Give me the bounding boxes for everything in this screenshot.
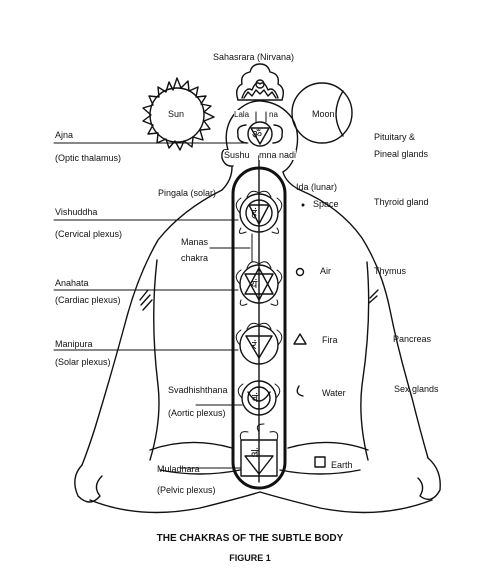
air-label: Air: [320, 266, 331, 276]
moon-label: Moon: [312, 109, 335, 119]
thyroid-label: Thyroid gland: [374, 197, 429, 207]
muladhara-syllable: लं: [251, 448, 259, 460]
aortic-plexus-label: (Aortic plexus): [168, 408, 226, 418]
sushumna-nadi: [231, 155, 287, 490]
ida-label: Ida (lunar): [296, 182, 338, 192]
anahata-syllable: यं: [251, 279, 258, 291]
air-symbol-icon: [295, 267, 305, 277]
body-outline: [74, 166, 441, 514]
earth-label: Earth: [331, 460, 353, 470]
ajna-syllable: ॐ: [252, 129, 263, 141]
manipura-label: Manipura: [55, 339, 93, 349]
water-symbol-icon: [296, 385, 304, 397]
svadhishthana-label: Svadhishthana: [168, 385, 228, 395]
space-dot-icon: [301, 203, 305, 207]
sahasrara-label: Sahasrara (Nirvana): [213, 52, 295, 62]
pingala-label: Pingala (solar): [158, 188, 217, 198]
sun-icon: [142, 77, 215, 151]
space-label: Space: [313, 199, 339, 209]
sahasrara-lotus-icon: [235, 63, 285, 101]
thymus-label: Thymus: [374, 266, 407, 276]
lotus-petals: [235, 190, 283, 441]
vishuddha-syllable: हं: [251, 208, 257, 220]
muladhara-chakra-icon: [240, 439, 278, 477]
manipura-syllable: रं: [252, 340, 257, 352]
svadhishthana-syllable: वं: [252, 393, 259, 405]
pineal-label: Pineal glands: [374, 149, 429, 159]
pelvic-plexus-label: (Pelvic plexus): [157, 485, 216, 495]
ear-left: [221, 148, 234, 167]
optic-thalamus-label: (Optic thalamus): [55, 153, 122, 163]
fire-label: Fira: [322, 335, 338, 345]
fire-symbol-icon: [293, 333, 307, 345]
vishuddha-label: Vishuddha: [55, 207, 98, 217]
cervical-plexus-label: (Cervical plexus): [55, 229, 123, 239]
solar-plexus-label: (Solar plexus): [55, 357, 111, 367]
muladhara-label: Muladhara: [157, 464, 200, 474]
lalana-label-left: Lala: [234, 110, 250, 119]
manas-chakra-label-line1: Manas: [181, 237, 209, 247]
pituitary-label: Pituitary &: [374, 132, 416, 142]
sushumna-label-left: Sushu: [224, 150, 250, 160]
anahata-label: Anahata: [55, 278, 89, 288]
manas-chakra-label-line2: chakra: [181, 253, 209, 263]
pancreas-label: Pancreas: [393, 334, 432, 344]
sushumna-label-right: mna nadi: [259, 150, 297, 160]
sex-glands-label: Sex glands: [394, 384, 439, 394]
figure-caption: THE CHAKRAS OF THE SUBTLE BODY: [156, 533, 344, 544]
moon-icon: [291, 82, 353, 144]
lalana-label-right: na: [269, 110, 278, 119]
ajna-label: Ajna: [55, 130, 74, 140]
sun-label: Sun: [168, 109, 185, 119]
figure-number: FIGURE 1: [229, 553, 271, 563]
cardiac-plexus-label: (Cardiac plexus): [55, 295, 121, 305]
earth-symbol-icon: [314, 456, 326, 468]
water-label: Water: [322, 388, 346, 398]
ajna-chakra-icon: [236, 121, 284, 147]
leader-lines: [53, 111, 267, 469]
